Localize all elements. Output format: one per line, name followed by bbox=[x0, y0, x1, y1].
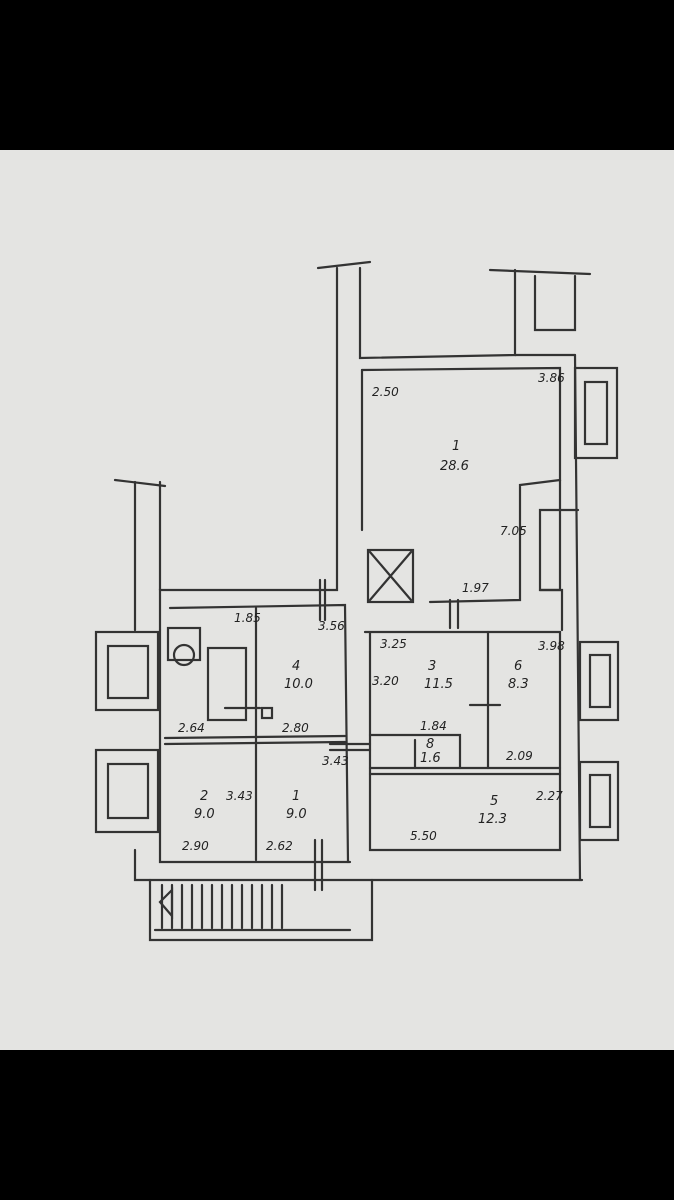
wall-right-block bbox=[363, 630, 562, 852]
room-area: 9.0 bbox=[194, 807, 215, 822]
door-tick-1 bbox=[318, 578, 327, 622]
dim-label: 3.98 bbox=[538, 639, 565, 653]
stair-treads bbox=[160, 883, 284, 930]
room-area: 12.3 bbox=[478, 812, 507, 827]
toilet-bowl bbox=[172, 643, 196, 667]
stair-outline bbox=[148, 878, 374, 942]
wall-left-block-outer bbox=[158, 628, 352, 864]
dim-label: 2.64 bbox=[178, 721, 205, 735]
room-number: 8 bbox=[426, 737, 434, 752]
dim-label: 5.50 bbox=[410, 829, 437, 843]
dim-label: 3.56 bbox=[318, 619, 345, 633]
dim-label: 3.86 bbox=[538, 371, 565, 385]
wall-left-top-cap bbox=[113, 478, 167, 488]
dim-label: 7.05 bbox=[500, 524, 527, 538]
room-area: 11.5 bbox=[424, 677, 453, 692]
floor-plan-sheet: 2.50 1 28.6 3.86 7.05 1.97 3.25 3 11.5 3… bbox=[0, 150, 674, 1050]
wall-left-block-mid bbox=[163, 734, 347, 740]
window-left-2-inner bbox=[106, 762, 150, 820]
dim-label: 2.62 bbox=[266, 839, 293, 853]
dim-label: 1.84 bbox=[420, 719, 447, 733]
window-right-2 bbox=[578, 640, 620, 722]
wall-left-block-mid-2 bbox=[163, 740, 347, 746]
wall-left-block-top bbox=[168, 603, 350, 864]
window-left-1 bbox=[94, 630, 160, 712]
bathtub bbox=[206, 646, 248, 722]
wall-top-right-notch bbox=[533, 274, 577, 332]
door-tick-4 bbox=[328, 742, 372, 752]
elevator-shaft bbox=[366, 548, 415, 604]
dim-label: 2.27 bbox=[536, 789, 563, 803]
room-number: 6 bbox=[514, 659, 522, 674]
room-number: 1 bbox=[452, 439, 460, 454]
window-right-1 bbox=[573, 366, 619, 460]
window-right-1-inner bbox=[583, 380, 609, 446]
room-number: 5 bbox=[490, 794, 498, 809]
room-area: 8.3 bbox=[508, 677, 529, 692]
stair-arrow bbox=[158, 887, 174, 919]
wall-room8-top bbox=[368, 733, 462, 770]
room-area: 10.0 bbox=[284, 677, 313, 692]
wall-left-corridor bbox=[158, 266, 339, 632]
elevator-cross bbox=[368, 550, 413, 602]
room-number: 1 bbox=[292, 789, 300, 804]
small-fixture bbox=[260, 706, 274, 720]
dim-label: 1.85 bbox=[234, 611, 261, 625]
window-right-2-inner bbox=[588, 653, 612, 709]
bathroom-fixture bbox=[166, 626, 202, 662]
wall-top-left-cap bbox=[316, 260, 372, 270]
room-area: 1.6 bbox=[420, 751, 441, 766]
door-tick-2 bbox=[448, 598, 460, 630]
wall-corridor-inner bbox=[358, 266, 517, 360]
top-black-bar bbox=[0, 0, 674, 150]
wall-base bbox=[133, 848, 584, 882]
dim-label: 2.90 bbox=[182, 839, 209, 853]
room-1-outline bbox=[360, 366, 562, 604]
dim-label: 2.80 bbox=[282, 721, 309, 735]
dim-label: 3.25 bbox=[380, 637, 407, 651]
door-tick-3 bbox=[313, 838, 324, 892]
dim-label: 3.20 bbox=[372, 674, 399, 688]
dim-label: 2.09 bbox=[506, 749, 533, 763]
dim-label: 1.97 bbox=[462, 581, 489, 595]
floor-plan-drawing: 2.50 1 28.6 3.86 7.05 1.97 3.25 3 11.5 3… bbox=[94, 260, 620, 942]
wall-right-recess bbox=[538, 478, 580, 592]
room-area: 28.6 bbox=[440, 459, 469, 474]
room-number: 3 bbox=[428, 659, 436, 674]
wall-top-right-cap bbox=[488, 268, 592, 276]
dim-label: 3.43 bbox=[226, 789, 253, 803]
wall-right-column bbox=[538, 588, 564, 632]
dim-label: 3.43 bbox=[322, 754, 349, 768]
window-right-3-inner bbox=[588, 773, 612, 829]
room-area: 9.0 bbox=[286, 807, 307, 822]
bottom-black-bar bbox=[0, 1050, 674, 1200]
window-left-1-inner bbox=[106, 644, 150, 700]
window-left-2 bbox=[94, 748, 160, 834]
window-right-3 bbox=[578, 760, 620, 842]
room-number: 2 bbox=[200, 789, 208, 804]
room-number: 4 bbox=[292, 659, 300, 674]
dim-label: 2.50 bbox=[372, 385, 399, 399]
